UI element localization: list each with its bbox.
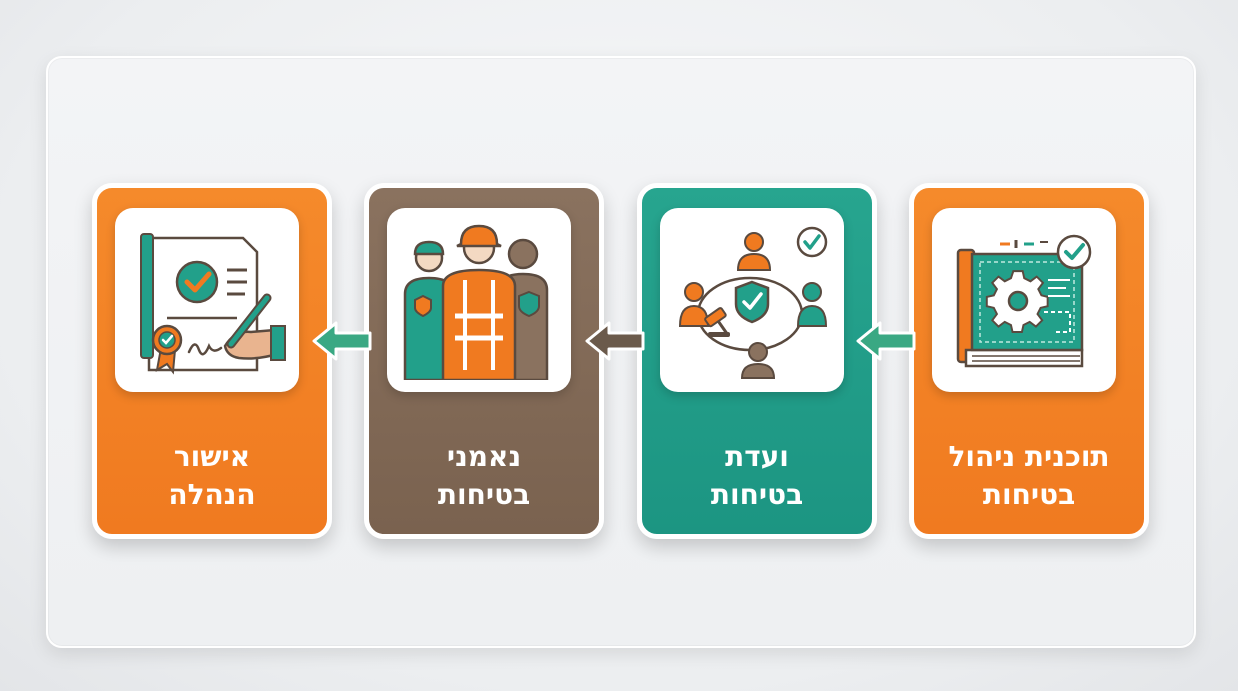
step-label: תוכנית ניהול בטיחות — [948, 440, 1110, 511]
icon-frame — [660, 208, 844, 392]
icon-frame — [115, 208, 299, 392]
step-label: נאמני בטיחות — [437, 440, 531, 511]
safety-committee-meeting-icon — [678, 226, 828, 379]
arrow-left-icon — [585, 321, 645, 361]
safety-plan-gear-icon — [956, 234, 1092, 368]
arrow-left-icon — [312, 321, 372, 361]
arrow-left-icon — [856, 321, 916, 361]
step-label: אישור הנהלה — [168, 440, 256, 511]
icon-frame — [932, 208, 1116, 392]
step-card-management-approval: אישור הנהלה — [92, 183, 332, 539]
step-card-safety-management-plan: תוכנית ניהול בטיחות — [909, 183, 1149, 539]
safety-workers-icon — [403, 224, 549, 380]
step-label: ועדת בטיחות — [710, 440, 804, 511]
step-card-safety-committee: ועדת בטיחות — [637, 183, 877, 539]
management-approval-document-icon — [140, 233, 286, 375]
icon-frame — [387, 208, 571, 392]
step-card-safety-officers: נאמני בטיחות — [364, 183, 604, 539]
